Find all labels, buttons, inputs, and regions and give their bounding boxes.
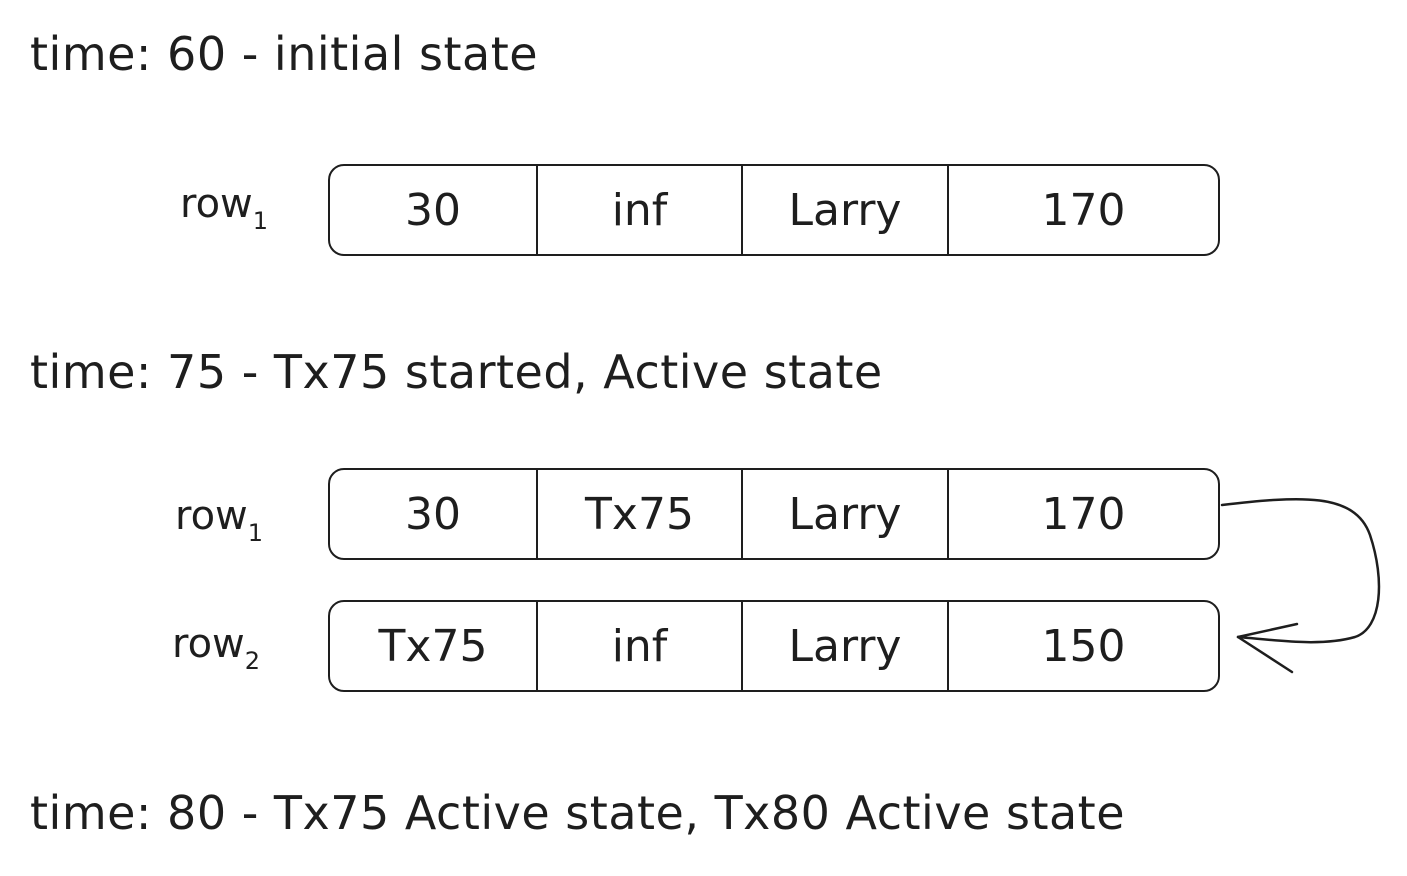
row-label-text: row — [175, 493, 248, 539]
cell-xmax: inf — [538, 602, 743, 690]
record-row1-initial: 30 inf Larry 170 — [328, 164, 1220, 256]
heading-time-60: time: 60 - initial state — [30, 27, 539, 81]
cell-name: Larry — [743, 602, 949, 690]
row-label-text: row — [172, 621, 245, 667]
row-label-row1-initial: row1 — [180, 180, 268, 245]
row-label-row2-tx75: row2 — [172, 620, 260, 685]
record-row1-tx75: 30 Tx75 Larry 170 — [328, 468, 1220, 560]
row-label-subscript: 2 — [244, 647, 261, 675]
cell-name: Larry — [743, 470, 949, 558]
cell-xmax: Tx75 — [538, 470, 743, 558]
row-label-row1-tx75: row1 — [175, 492, 263, 557]
heading-time-75: time: 75 - Tx75 started, Active state — [30, 345, 883, 399]
cell-value: 150 — [1041, 620, 1126, 672]
cell-value: 170 — [1041, 488, 1126, 540]
heading-time-80: time: 80 - Tx75 Active state, Tx80 Activ… — [30, 786, 1125, 840]
cell-xmin: 30 — [330, 470, 538, 558]
cell-xmin: 30 — [330, 166, 538, 254]
arrow-curve — [1220, 497, 1381, 644]
arrow-head — [1236, 622, 1299, 674]
cell-name: Larry — [743, 166, 949, 254]
cell-value: 170 — [1041, 184, 1126, 236]
cell-xmax: inf — [538, 166, 743, 254]
cell-xmin: Tx75 — [330, 602, 538, 690]
row-label-subscript: 1 — [247, 519, 264, 547]
row-label-subscript: 1 — [252, 207, 269, 235]
row-label-text: row — [180, 181, 253, 227]
record-row2-tx75: Tx75 inf Larry 150 — [328, 600, 1220, 692]
